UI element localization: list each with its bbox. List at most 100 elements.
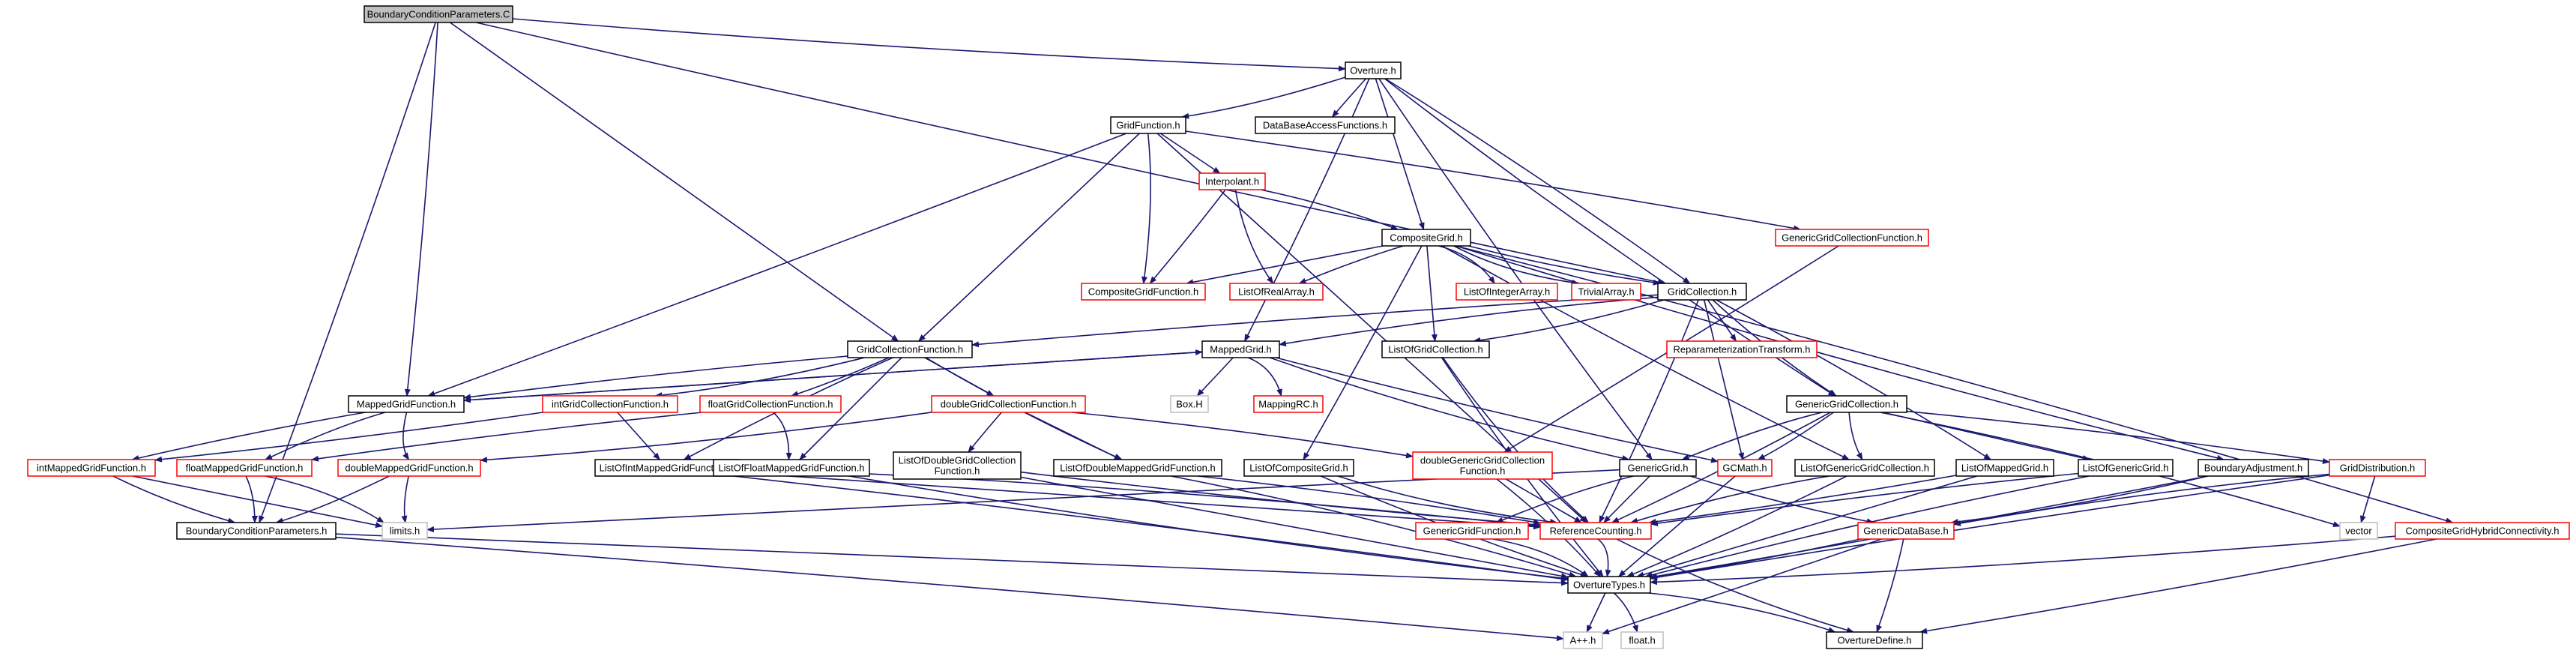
node-label: GridCollection.h [1668,286,1737,298]
node-label: GenericDataBase.h [1863,526,1948,537]
node-overturedefine[interactable]: OvertureDefine.h [1826,631,1923,649]
node-listofgenericgrid[interactable]: ListOfGenericGrid.h [2078,459,2174,477]
edge-intmgf-to-bcp_h [112,475,236,524]
node-box [1255,116,1396,134]
node-listofgridcollection[interactable]: ListOfGridCollection.h [1381,340,1490,358]
node-gridcollection[interactable]: GridCollection.h [1657,283,1747,301]
node-listofgenericgridcollection[interactable]: ListOfGenericGridCollection.h [1794,459,1935,477]
node-box [2329,459,2426,477]
node-genericgridfunction[interactable]: GenericGridFunction.h [1415,522,1529,540]
node-listofdoublemgf[interactable]: ListOfDoubleMappedGridFunction.h [1053,459,1222,477]
node-listofmappedgrid[interactable]: ListOfMappedGrid.h [1955,459,2054,477]
edge-genericdatabase-to-overturedefine [1876,538,1904,633]
node-label: GenericGrid.h [1628,463,1689,474]
edge-mappedgrid-to-gcmath [1276,357,1719,463]
edge-compositegrid-to-compositegf [1186,245,1384,286]
node-listofrealarray[interactable]: ListOfRealArray.h [1229,283,1324,301]
edge-gridfunction-to-genericgcf [1185,130,1802,232]
node-intgcf[interactable]: intGridCollectionFunction.h [542,395,678,413]
node-mappedgridfunction[interactable]: MappedGridFunction.h [348,395,465,413]
node-vector[interactable]: vector [2339,522,2378,540]
edge-listoffloatmgf-to-referencecounting [869,473,1541,529]
edge-gridcollection-to-reparam [1707,299,1737,342]
node-dbaccess[interactable]: DataBaseAccessFunctions.h [1255,116,1396,134]
node-box [381,522,428,540]
node-intmgf[interactable]: intMappedGridFunction.h [27,459,156,477]
node-mappingrc[interactable]: MappingRC.h [1253,395,1324,413]
edge-gridcollection-to-listofmappedgrid [1716,299,1991,460]
edges-layer [112,18,2454,642]
edge-overturetypes-to-floath [1613,592,1638,633]
node-box [348,395,465,413]
node-interpolant[interactable]: Interpolant.h [1198,172,1266,190]
node-bcp_h[interactable]: BoundaryConditionParameters.h [176,522,337,540]
node-listoffloatmgf[interactable]: ListOfFloatMappedGridFunction.h [713,459,870,477]
node-genericgridcollection[interactable]: GenericGridCollection.h [1786,395,1907,413]
node-genericgcf[interactable]: GenericGridCollectionFunction.h [1775,229,1929,247]
edge-interpolant-to-listofrealarray [1234,189,1274,284]
edge-griddistribution-to-genericdatabase [1953,473,2330,526]
edge-gridcollection-to-listofgridcollection [1473,299,1665,343]
node-box [337,459,481,477]
node-mappedgrid[interactable]: MappedGrid.h [1201,340,1280,358]
edge-gcmath-to-overturetypes [1618,475,1736,577]
edge-floatgcf-to-floatmgf [311,412,703,462]
node-label: ListOfGenericGrid.h [2083,463,2169,474]
edge-bcp_h-to-aplusplus [335,536,1564,642]
edge-bcp_c-to-mappedgridfunction [404,22,438,397]
edge-genericgrid-to-referencecounting [1603,475,1650,523]
edge-genericgridcollection-to-griddistribution [1906,410,2330,464]
edge-floatmgf-to-limits [265,475,384,523]
node-label: CompositeGrid.h [1390,232,1463,244]
node-listofintegerarray[interactable]: ListOfIntegerArray.h [1456,283,1558,301]
node-genericdatabase[interactable]: GenericDataBase.h [1857,522,1955,540]
node-gridfunction[interactable]: GridFunction.h [1110,116,1186,134]
node-label: OvertureTypes.h [1573,580,1645,591]
edge-listofdoublemgf-to-overturetypes [1171,475,1577,578]
node-floatgcf[interactable]: floatGridCollectionFunction.h [699,395,842,413]
edge-bcp_c-to-gcf [450,22,899,342]
node-box [1857,522,1955,540]
node-floath[interactable]: float.h [1620,631,1664,649]
node-floatmgf[interactable]: floatMappedGridFunction.h [176,459,313,477]
edge-doublegcf-to-doublegenericgcf [1072,412,1414,459]
node-bcp_c[interactable]: BoundaryConditionParameters.C [364,5,513,23]
node-box [1201,340,1280,358]
node-boundaryadjustment[interactable]: BoundaryAdjustment.h [2198,459,2309,477]
node-compositegridhybrid[interactable]: CompositeGridHybridConnectivity.h [2395,522,2570,540]
edge-bcp_c-to-gridcollection [475,22,1665,286]
node-doublegcf[interactable]: doubleGridCollectionFunction.h [931,395,1086,413]
node-label: ReparameterizationTransform.h [1673,344,1810,355]
node-listofcompositegrid[interactable]: ListOfCompositeGrid.h [1243,459,1354,477]
node-label: Box.H [1176,399,1202,410]
node-label: doubleMappedGridFunction.h [345,463,473,474]
edge-compositegrid-to-listofcompositegrid [1303,245,1423,460]
node-label: MappedGridFunction.h [357,399,456,410]
node-box [893,451,1022,480]
node-doublemgf[interactable]: doubleMappedGridFunction.h [337,459,481,477]
node-boxh[interactable]: Box.H [1170,395,1209,413]
node-gcmath[interactable]: GCMath.h [1717,459,1773,477]
edge-genericgridcollection-to-listofgenericgridcollection [1848,412,1863,460]
node-griddistribution[interactable]: GridDistribution.h [2329,459,2426,477]
edge-gridfunction-to-interpolant [1159,133,1221,174]
node-gcf[interactable]: GridCollectionFunction.h [847,340,973,358]
edge-bcp_c-to-overture [512,18,1346,72]
node-box [2395,522,2570,540]
node-trivialarray[interactable]: TrivialArray.h [1571,283,1641,301]
node-genericgrid[interactable]: GenericGrid.h [1619,459,1697,477]
node-compositegrid[interactable]: CompositeGrid.h [1381,229,1471,247]
node-overturetypes[interactable]: OvertureTypes.h [1567,576,1651,594]
node-referencecounting[interactable]: ReferenceCounting.h [1539,522,1652,540]
node-box [2339,522,2378,540]
node-reparam[interactable]: ReparameterizationTransform.h [1666,340,1818,358]
node-limits[interactable]: limits.h [381,522,428,540]
edge-compositegridhybrid-to-overturetypes [1650,535,2396,586]
node-compositegf[interactable]: CompositeGridFunction.h [1081,283,1206,301]
node-aplusplus[interactable]: A++.h [1563,631,1603,649]
edge-genericgridcollection-to-gcmath [1757,412,1834,460]
node-overture[interactable]: Overture.h [1345,61,1402,79]
edge-overturetypes-to-aplusplus [1586,592,1606,633]
